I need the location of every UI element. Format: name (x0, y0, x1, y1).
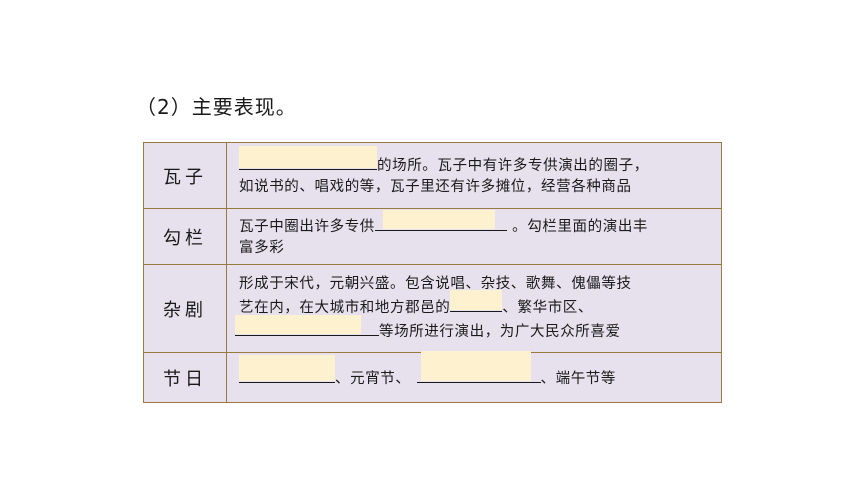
desc-cell-jieri: 、元宵节、 、端午节等 (226, 350, 722, 403)
desc-text: 、繁华市区、 (502, 300, 594, 316)
answer-blank[interactable] (239, 146, 377, 170)
desc-line: 等场所进行演出，为广大民众所喜爱 (235, 315, 711, 343)
term-cell-zaju: 杂剧 (143, 264, 227, 353)
answer-blank[interactable] (374, 210, 507, 231)
table-row: 勾栏 瓦子中圈出许多专供 。勾栏里面的演出丰 富多彩 (143, 208, 722, 265)
desc-line: 、元宵节、 、端午节等 (239, 350, 711, 390)
table-row: 瓦子 的场所。瓦子中有许多专供演出的圈子， 如说书的、唱戏的等，瓦子里还有许多摊… (143, 142, 722, 209)
table-row: 节日 、元宵节、 、端午节等 (143, 350, 722, 403)
desc-text: 、元宵节、 (335, 370, 411, 387)
answer-blank[interactable] (239, 354, 335, 383)
term-cell-goulan: 勾栏 (143, 208, 227, 265)
desc-text: 艺在内，在大城市和地方郡邑的 (239, 300, 451, 316)
answer-blank[interactable] (450, 290, 503, 312)
desc-text: 瓦子中圈出许多专供 (239, 219, 375, 235)
desc-cell-goulan: 瓦子中圈出许多专供 。勾栏里面的演出丰 富多彩 (226, 208, 722, 265)
desc-text: 、端午节等 (540, 370, 616, 387)
desc-cell-zaju: 形成于宋代，元朝兴盛。包含说唱、杂技、歌舞、傀儡等技 艺在内，在大城市和地方郡邑… (226, 264, 722, 353)
term-cell-wazi: 瓦子 (143, 142, 227, 209)
desc-text: 的场所。瓦子中有许多专供演出的圈子， (377, 158, 649, 174)
desc-line: 艺在内，在大城市和地方郡邑的 、繁华市区、 (239, 290, 711, 319)
term-cell-jieri: 节日 (143, 352, 227, 403)
desc-line: 形成于宋代，元朝兴盛。包含说唱、杂技、歌舞、傀儡等技 (239, 276, 632, 292)
summary-table: 瓦子 的场所。瓦子中有许多专供演出的圈子， 如说书的、唱戏的等，瓦子里还有许多摊… (143, 142, 722, 403)
answer-blank[interactable] (416, 350, 541, 383)
section-heading: （2）主要表现。 (136, 95, 297, 119)
table-row: 杂剧 形成于宋代，元朝兴盛。包含说唱、杂技、歌舞、傀儡等技 艺在内，在大城市和地… (143, 264, 722, 353)
desc-cell-wazi: 的场所。瓦子中有许多专供演出的圈子， 如说书的、唱戏的等，瓦子里还有许多摊位，经… (226, 142, 722, 209)
desc-line: 如说书的、唱戏的等，瓦子里还有许多摊位，经营各种商品 (239, 179, 632, 195)
desc-line: 的场所。瓦子中有许多专供演出的圈子， (239, 146, 711, 177)
answer-blank[interactable] (235, 315, 379, 336)
desc-text: 。勾栏里面的演出丰 (506, 219, 649, 235)
desc-text: 等场所进行演出，为广大民众所喜爱 (379, 324, 621, 340)
desc-line: 瓦子中圈出许多专供 。勾栏里面的演出丰 (239, 210, 711, 238)
desc-line: 富多彩 (239, 240, 285, 256)
